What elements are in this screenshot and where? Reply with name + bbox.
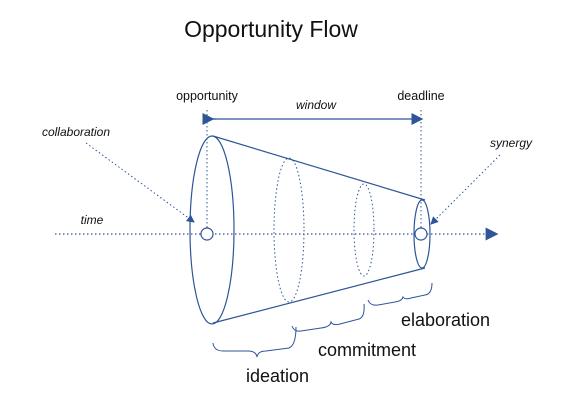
collaboration-label: collaboration [42,125,110,139]
window-label: window [296,98,337,112]
cone-bottom-edge [212,267,426,324]
collaboration-arrow [85,142,195,223]
elaboration-brace [367,282,433,306]
ideation-brace [212,326,297,358]
synergy-arrow [430,154,501,225]
deadline-node-icon [414,227,428,241]
opportunity-node-icon [200,227,214,241]
opportunity-label: opportunity [176,89,239,103]
cone-top-edge [212,135,426,201]
opportunity-ellipse [189,135,235,325]
diagram-title: Opportunity Flow [184,16,358,42]
commitment-label: commitment [318,340,416,360]
commitment-section-ellipse [353,183,375,277]
time-label: time [81,213,104,227]
commitment-brace [291,303,365,332]
ideation-section-ellipse [273,157,305,303]
deadline-label: deadline [397,89,444,103]
ideation-label: ideation [246,366,309,386]
deadline-ellipse [413,199,431,269]
elaboration-label: elaboration [401,310,490,330]
synergy-label: synergy [490,136,533,150]
